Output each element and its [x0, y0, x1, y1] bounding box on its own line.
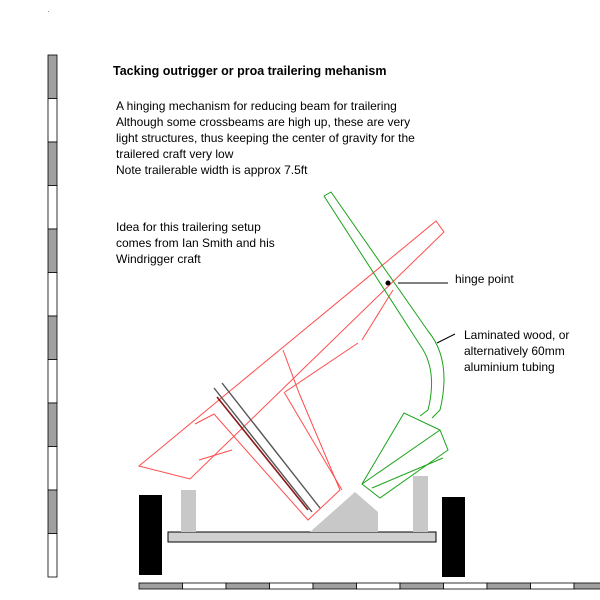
description-line: A hinging mechanism for reducing beam fo…	[116, 99, 397, 113]
scale-segment	[573, 582, 600, 590]
credit-text: Idea for this trailering setup comes fro…	[116, 219, 275, 267]
scale-segment	[182, 582, 227, 590]
scale-segment	[47, 98, 58, 143]
scale-segment	[356, 582, 401, 590]
scale-segment	[225, 582, 270, 590]
scale-segment	[399, 582, 444, 590]
horizontal-scale-bar	[138, 582, 600, 590]
scale-segment	[47, 533, 58, 578]
scale-segment	[138, 582, 183, 590]
description-line: light structures, thus keeping the cente…	[116, 131, 415, 145]
scale-segment	[47, 402, 58, 447]
vertical-scale-bar	[47, 54, 58, 578]
scale-segment	[47, 315, 58, 360]
credit-line: Windrigger craft	[116, 252, 201, 266]
scale-segment	[443, 582, 488, 590]
scale-segment	[47, 359, 58, 404]
scale-segment	[269, 582, 314, 590]
left-support-post	[181, 490, 196, 532]
left-wheel	[139, 495, 162, 575]
scale-segment	[530, 582, 575, 590]
hinge-point-label: hinge point	[455, 272, 514, 286]
scale-segment	[47, 446, 58, 491]
scale-segment	[47, 228, 58, 273]
scale-segment	[47, 185, 58, 230]
scale-segment	[47, 272, 58, 317]
center-support-wedge	[310, 492, 378, 532]
hinge-point-marker	[385, 280, 391, 286]
scale-segment	[47, 141, 58, 186]
mast-line-dark-red	[216, 396, 309, 511]
material-leader-line	[436, 333, 456, 344]
scale-segment	[312, 582, 357, 590]
mast-line-grey-inner	[213, 387, 313, 513]
outrigger-arm	[323, 191, 449, 499]
credit-line: Idea for this trailering setup	[116, 220, 261, 234]
scale-segment	[47, 54, 58, 99]
mast-line-grey-outer	[221, 382, 321, 509]
material-line: alternatively 60mm	[464, 344, 565, 358]
scale-segment	[47, 489, 58, 534]
material-line: Laminated wood, or	[464, 328, 570, 342]
description-line: trailered craft very low	[116, 147, 234, 161]
material-line: aluminium tubing	[464, 360, 555, 374]
scale-segment	[486, 582, 531, 590]
description-text: A hinging mechanism for reducing beam fo…	[116, 98, 415, 178]
hull-outline	[137, 220, 445, 521]
material-label: Laminated wood, or alternatively 60mm al…	[464, 327, 569, 375]
trailer-bed	[167, 531, 437, 543]
right-wheel	[442, 497, 465, 577]
credit-line: comes from Ian Smith and his	[116, 236, 275, 250]
description-line: Although some crossbeams are high up, th…	[116, 115, 411, 129]
description-line: Note trailerable width is approx 7.5ft	[116, 163, 308, 177]
stray-dot	[48, 11, 49, 12]
right-support-post	[413, 476, 428, 532]
page-title: Tacking outrigger or proa trailering meh…	[113, 64, 387, 78]
